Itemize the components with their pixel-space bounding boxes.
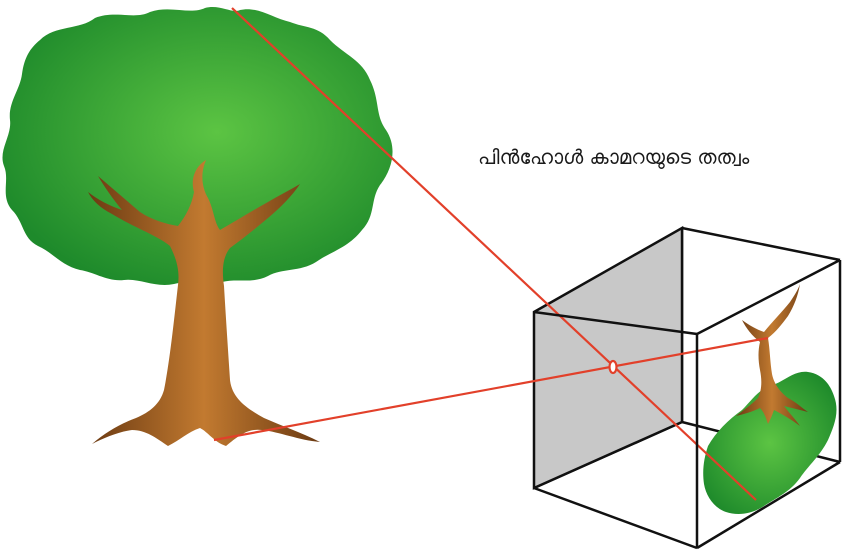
inverted-tree-image-icon [703, 284, 837, 514]
diagram-caption: പിൻഹോൾ കാമറയുടെ തത്വം [478, 145, 750, 169]
box-frame [533, 226, 842, 550]
pinhole-panel [532, 225, 684, 490]
pinhole [608, 359, 618, 375]
tree-trunk [88, 160, 320, 446]
image-foliage [703, 371, 837, 514]
ray-bottom [213, 336, 769, 442]
image-trunk [736, 284, 808, 426]
light-rays [213, 7, 769, 501]
tree-icon [2, 7, 393, 446]
ray-top [231, 7, 757, 501]
tree-foliage [2, 7, 393, 285]
